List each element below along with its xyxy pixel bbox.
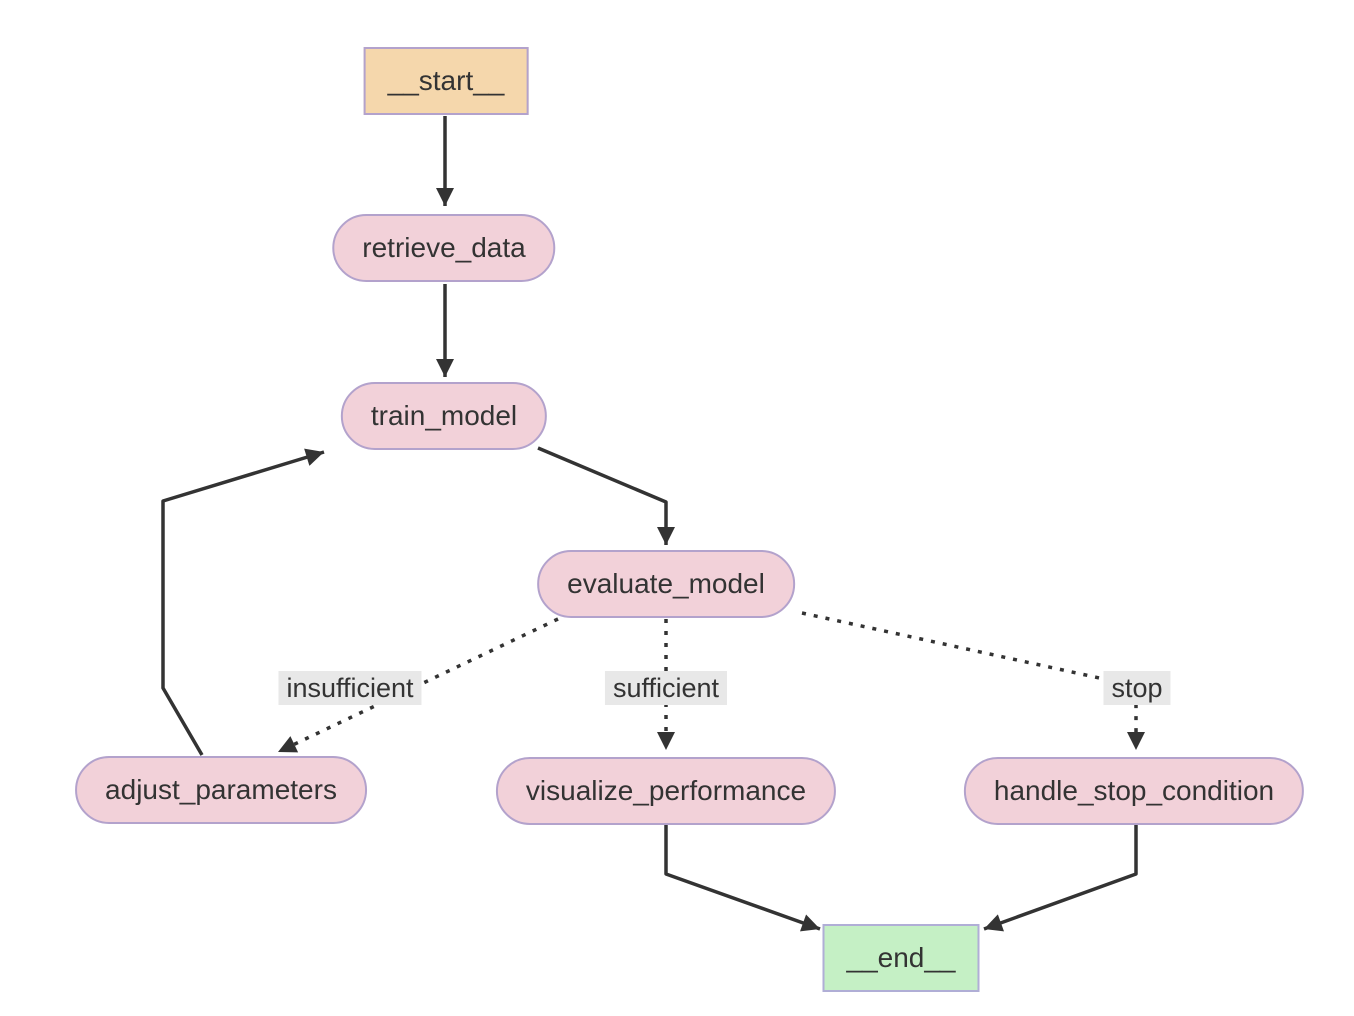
node-evaluate-model: evaluate_model <box>537 550 795 618</box>
edge-handle-stop-condition-to-end <box>983 824 1138 932</box>
edge-label-insufficient: insufficient <box>278 671 422 705</box>
node-handle-stop-condition: handle_stop_condition <box>963 757 1305 825</box>
edge-label-stop: stop <box>1103 671 1171 705</box>
edge-train-model-to-evaluate-model <box>537 446 675 545</box>
node-start: __start__ <box>363 47 529 115</box>
edge-evaluate-model-to-handle-stop-condition <box>801 611 1145 750</box>
node-visualize-performance: visualize_performance <box>495 757 837 825</box>
edge-visualize-performance-to-end <box>664 824 821 932</box>
node-train-model: train_model <box>340 382 548 450</box>
edge-label-sufficient: sufficient <box>604 671 728 705</box>
edge-adjust-parameters-to-train-model <box>161 448 325 756</box>
node-adjust-parameters: adjust_parameters <box>75 756 367 824</box>
edge-evaluate-model-to-adjust-parameters <box>277 617 559 754</box>
node-retrieve-data: retrieve_data <box>332 214 556 282</box>
node-end: __end__ <box>822 924 980 992</box>
